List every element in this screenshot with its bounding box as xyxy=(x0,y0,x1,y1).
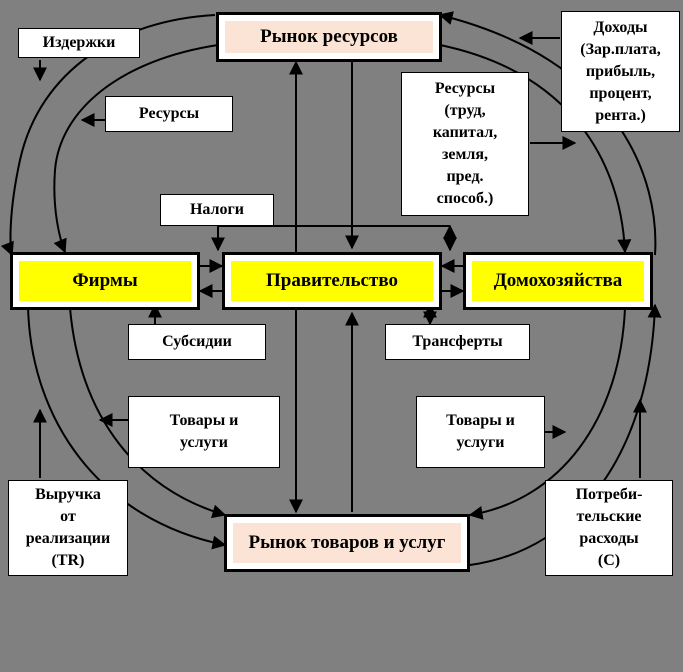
resource-market-title: Рынок ресурсов xyxy=(225,21,433,53)
firms-title: Фирмы xyxy=(19,261,191,301)
outer-loop-left-top xyxy=(0,14,216,257)
goods-left-label: Товары и услуги xyxy=(128,396,280,468)
goods-right-label: Товары и услуги xyxy=(416,396,545,468)
firms-node: Фирмы xyxy=(10,252,200,310)
income-label: Доходы (Зар.плата, прибыль, процент, рен… xyxy=(561,11,680,132)
subsidies-label: Субсидии xyxy=(128,324,266,360)
households-node: Домохозяйства xyxy=(463,252,653,310)
outer-loop-left-bottom xyxy=(27,304,227,550)
households-title: Домохозяйства xyxy=(472,261,644,301)
inner-loop-left-bottom xyxy=(69,307,227,519)
government-node: Правительство xyxy=(222,252,442,310)
government-title: Правительство xyxy=(231,261,433,301)
taxes-label: Налоги xyxy=(160,194,274,226)
goods-market-node: Рынок товаров и услуг xyxy=(224,514,470,572)
inner-loop-right-bottom xyxy=(468,307,626,520)
goods-market-title: Рынок товаров и услуг xyxy=(233,523,461,563)
consumer-spending-label: Потреби- тельские расходы (C) xyxy=(545,480,673,576)
inner-loop-left-top xyxy=(53,44,219,254)
resources-label: Ресурсы xyxy=(105,96,233,132)
resource-market-node: Рынок ресурсов xyxy=(216,12,442,62)
revenue-label: Выручка от реализации (TR) xyxy=(8,480,128,576)
costs-label: Издержки xyxy=(18,28,140,58)
transfers-label: Трансферты xyxy=(385,324,530,360)
resources-detail-label: Ресурсы (труд, капитал, земля, пред. спо… xyxy=(401,72,529,216)
